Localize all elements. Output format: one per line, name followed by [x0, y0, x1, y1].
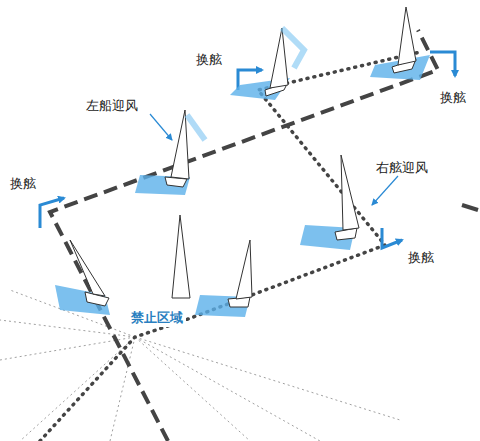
maneuver-label: 换舷 — [408, 250, 434, 266]
dotted-course — [40, 52, 420, 441]
tack-arrows — [40, 52, 455, 248]
maneuver-label: 右舷迎风 — [376, 160, 428, 176]
maneuver-label: 左船迎风 — [86, 98, 138, 114]
maneuver-label: 换舷 — [10, 176, 36, 192]
leader-line — [150, 114, 172, 140]
sailboats — [55, 7, 430, 317]
zone-label: 禁止区域 — [128, 309, 186, 327]
leader-line — [372, 176, 398, 205]
maneuver-label: 换舷 — [196, 52, 222, 68]
dashed-course — [50, 30, 438, 441]
maneuver-label: 换舷 — [440, 90, 466, 106]
dashed-course-end — [462, 205, 478, 210]
